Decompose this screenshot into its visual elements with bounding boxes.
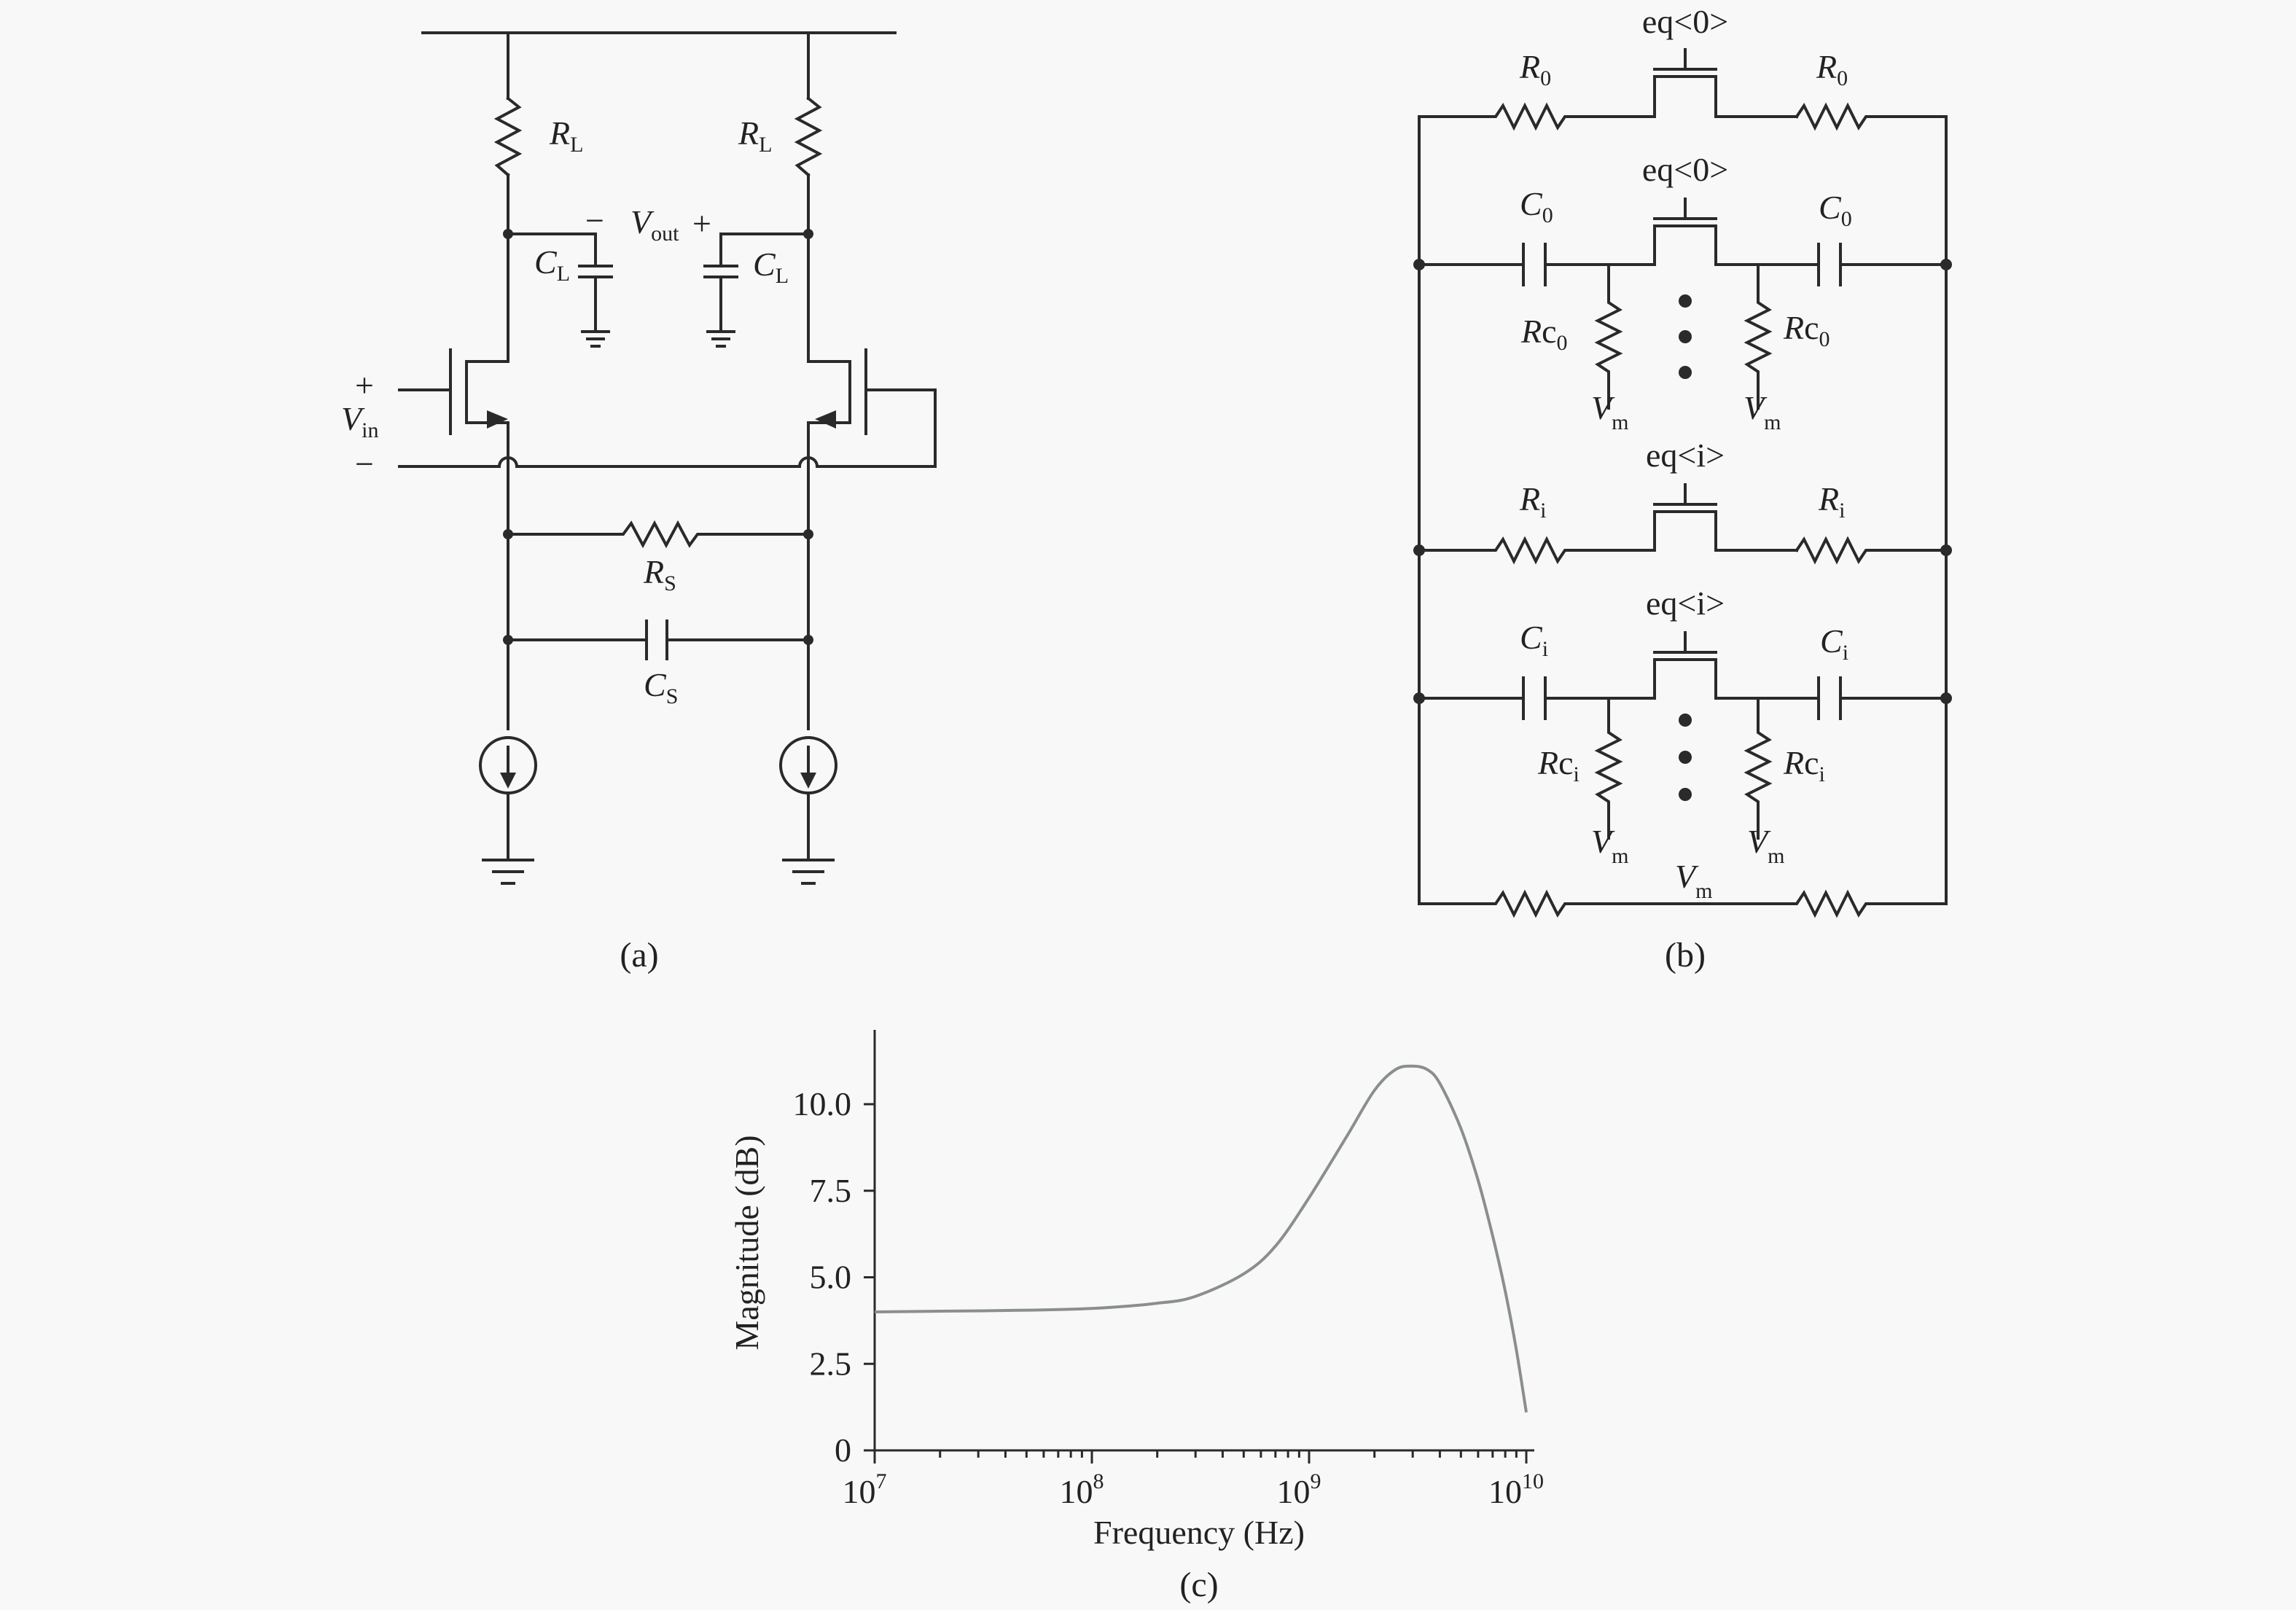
panel-a-differential-amplifier: RL RL − Vout + CL CL + Vin − RS CS (a)	[341, 31, 937, 974]
y-tick-label: 5.0	[810, 1259, 852, 1296]
caption-a: (a)	[620, 936, 658, 974]
eqi-second-label: eq<i>	[1646, 585, 1725, 622]
r0-left-resistor	[1418, 75, 1798, 131]
eqi-second-switch-gate	[1653, 631, 1717, 654]
ri-left-label: Ri	[1519, 480, 1546, 523]
y-axis-label: Magnitude (dB)	[728, 1135, 765, 1350]
rc0-right-resistor	[1744, 263, 1773, 410]
ci-right-label: Ci	[1820, 622, 1848, 665]
wire	[507, 232, 597, 267]
ri-right-resistor	[1795, 536, 1948, 565]
ground-symbol	[482, 859, 534, 885]
current-source-right-arrowhead	[800, 773, 816, 789]
y-axis-ticks: 0 2.5 5.0 7.5 10.0	[793, 1085, 875, 1469]
r0-left-label: R0	[1519, 48, 1551, 90]
cl-left-capacitor	[578, 265, 613, 278]
nmos-right-arrow	[815, 410, 836, 429]
x-tick-label: 107	[843, 1469, 887, 1510]
r0-right-resistor	[1795, 102, 1948, 131]
eq0-top-label: eq<0>	[1642, 3, 1728, 40]
vin-label: Vin	[341, 400, 378, 442]
r0-right-label: R0	[1816, 48, 1848, 90]
ellipsis-dot	[1679, 294, 1692, 308]
vout-minus-sign: −	[585, 202, 604, 239]
x-tick-label: 108	[1060, 1469, 1104, 1510]
vout-plus-sign: +	[692, 205, 711, 242]
eq0-second-label: eq<0>	[1642, 151, 1728, 188]
nmos-left-arrow	[487, 410, 508, 429]
rl-left-resistor	[493, 96, 523, 177]
rl-right-resistor	[794, 96, 823, 177]
rl-left-label: RL	[549, 114, 583, 157]
vin-minus-wire	[398, 456, 937, 468]
ellipsis-dot	[1679, 366, 1692, 379]
cs-capacitor	[507, 620, 810, 660]
eqi-first-label: eq<i>	[1646, 437, 1725, 474]
nmos-left-transistor	[449, 348, 509, 468]
ci-left-capacitor	[1418, 658, 1820, 720]
cl-left-label: CL	[534, 243, 570, 286]
panel-c-magnitude-chart: 0 2.5 5.0 7.5 10.0 107 108 109 1010 Frequency (…	[728, 1030, 1544, 1604]
rci-left-label: Rci	[1537, 744, 1580, 786]
caption-c: (c)	[1179, 1566, 1218, 1604]
cl-right-capacitor	[703, 265, 738, 278]
vm-label-4: Vm	[1747, 823, 1784, 868]
c0-left-label: C0	[1520, 185, 1553, 227]
wire	[864, 388, 937, 468]
ci-right-capacitor	[1817, 676, 1948, 720]
c0-left-capacitor	[1418, 224, 1820, 286]
vm-label-3: Vm	[1591, 823, 1628, 868]
eq0-second-switch-gate	[1653, 198, 1717, 220]
c0-right-label: C0	[1819, 189, 1852, 231]
rc0-right-label: Rc0	[1783, 309, 1830, 351]
cs-label: CS	[644, 666, 678, 708]
rs-label: RS	[643, 553, 676, 595]
ellipsis-dot	[1679, 751, 1692, 764]
rci-left-resistor	[1594, 697, 1623, 840]
vin-minus-sign: −	[355, 445, 374, 482]
rl-right-label: RL	[738, 114, 772, 157]
vm-label-1: Vm	[1591, 389, 1628, 434]
caption-b: (b)	[1665, 936, 1706, 974]
vm-label-2: Vm	[1744, 389, 1781, 434]
ellipsis-dot	[1679, 330, 1692, 343]
cl-right-label: CL	[753, 246, 789, 288]
rs-resistor	[507, 520, 810, 549]
rci-right-label: Rci	[1783, 744, 1825, 786]
x-tick-label: 109	[1277, 1469, 1321, 1510]
x-axis-ticks: 107 108 109 1010	[843, 1450, 1544, 1510]
rc0-left-resistor	[1594, 263, 1623, 410]
y-tick-label: 2.5	[810, 1345, 852, 1382]
ground-symbol	[581, 330, 610, 348]
panel-b-equalizer-network: eq<0> R0 R0 eq<0> C0 C0 Rc0 Rc0 Vm Vm eq…	[1413, 3, 1952, 974]
vin-plus-sign: +	[355, 367, 374, 404]
ci-left-label: Ci	[1520, 619, 1548, 661]
ellipsis-dot	[1679, 788, 1692, 801]
ground-symbol	[706, 330, 735, 348]
current-source-left-arrowhead	[500, 773, 516, 789]
x-tick-label: 1010	[1488, 1469, 1544, 1510]
eqi-switch-gate	[1653, 483, 1717, 506]
y-tick-label: 0	[835, 1431, 851, 1469]
ri-left-resistor	[1418, 510, 1798, 565]
wire	[719, 232, 810, 267]
ground-symbol	[782, 859, 835, 885]
magnitude-series-line	[874, 1064, 1528, 1413]
vout-label: Vout	[630, 203, 679, 246]
rci-right-resistor	[1744, 697, 1773, 840]
x-axis-label: Frequency (Hz)	[1093, 1514, 1305, 1551]
bottom-resistor-pair	[1418, 889, 1948, 918]
ri-right-label: Ri	[1818, 480, 1845, 523]
vm-bottom-label: Vm	[1675, 858, 1712, 903]
nmos-right-transistor	[807, 348, 867, 468]
c0-right-capacitor	[1817, 243, 1948, 286]
y-tick-label: 10.0	[793, 1085, 852, 1122]
eq0-switch-gate	[1653, 48, 1717, 71]
rc0-left-label: Rc0	[1520, 313, 1568, 355]
y-tick-label: 7.5	[810, 1172, 852, 1209]
ellipsis-dot	[1679, 714, 1692, 727]
